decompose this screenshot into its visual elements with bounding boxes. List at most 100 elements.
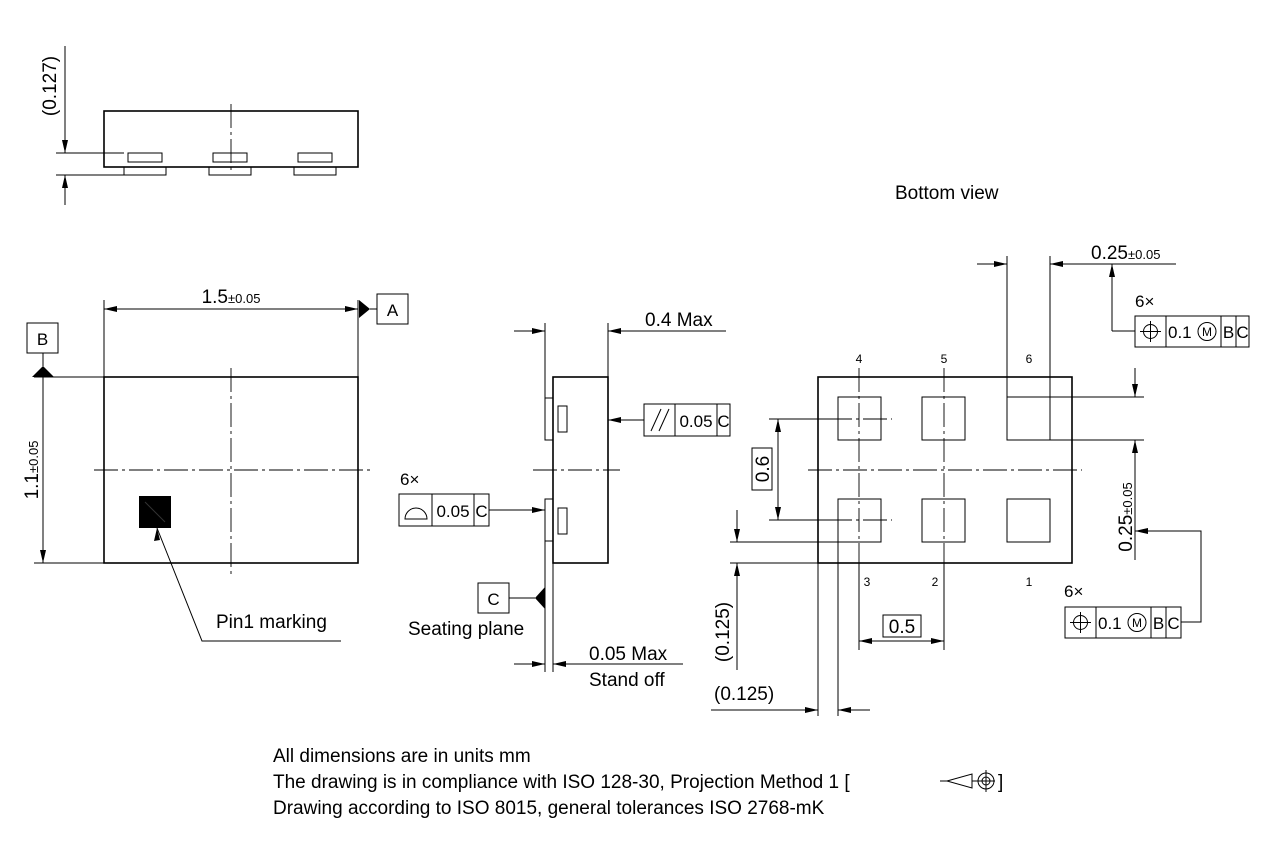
pin-number: 6 — [1026, 352, 1033, 366]
datum-c-label: C — [487, 590, 499, 609]
side-pad — [212, 152, 248, 163]
pin-number: 1 — [1026, 575, 1033, 589]
projection-icon-cone — [945, 773, 973, 789]
parallel-icon — [650, 408, 662, 432]
dim-pitch-horizontal: 0.5 — [889, 617, 915, 638]
dim-arrow — [532, 661, 545, 667]
pin1-leader — [156, 527, 341, 642]
mmc-circle-top — [1197, 322, 1217, 341]
position-datum1-right: B — [1153, 614, 1164, 633]
dim-width-label: 1.5±0.05 — [202, 287, 261, 308]
standoff-label: Stand off — [589, 670, 665, 691]
dim-width-tol: ±0.05 — [228, 291, 260, 306]
profile-value: 0.05 — [436, 502, 469, 521]
dim-arrow — [994, 261, 1007, 267]
side-view-lead — [544, 397, 554, 441]
dim-arrow — [775, 419, 781, 432]
bottom-view-title: Bottom view — [895, 183, 999, 204]
position-leader-arrow — [1109, 264, 1115, 277]
dim-arrow — [931, 638, 944, 644]
note-line-2: The drawing is in compliance with ISO 12… — [273, 772, 850, 793]
side-lead — [123, 166, 167, 176]
pin1-label: Pin1 marking — [216, 612, 327, 633]
position-value-top: 0.1 — [1168, 323, 1192, 342]
pin-number: 3 — [864, 575, 871, 589]
dim-pad-height-tol: ±0.05 — [1120, 482, 1135, 514]
pin-number: 4 — [856, 352, 863, 366]
dim-arrow — [734, 563, 740, 576]
dim-arrow — [838, 707, 851, 713]
position-count-right: 6× — [1064, 582, 1083, 601]
dim-0127-label: (0.127) — [40, 56, 61, 116]
position-modifier-top: M — [1202, 325, 1212, 339]
top-view: 1.5±0.05 A 1.1±0.05 B Pin1 marking — [22, 287, 409, 642]
notes: All dimensions are in units mm The drawi… — [273, 746, 1003, 819]
side-view-lead — [544, 498, 554, 542]
standoff-value: 0.05 Max — [589, 644, 668, 665]
position-frame-top — [1134, 315, 1250, 348]
dim-arrow — [1050, 261, 1063, 267]
parallel-value: 0.05 — [679, 412, 712, 431]
pad-6 — [1006, 396, 1051, 441]
profile-leader-arrow — [532, 507, 545, 513]
pin-number: 2 — [932, 575, 939, 589]
dim-arrow — [40, 550, 46, 563]
dim-pad-width-value: 0.25 — [1091, 243, 1128, 264]
dim-height-tol: ±0.05 — [26, 441, 41, 473]
dim-arrow — [345, 306, 358, 312]
profile-datum: C — [475, 502, 487, 521]
position-datum1-top: B — [1223, 323, 1234, 342]
profile-surface-icon — [404, 507, 428, 520]
bottom-view: Bottom view 4 5 6 3 2 1 0.25±0.05 — [711, 183, 1250, 716]
mmc-circle-right — [1127, 613, 1147, 632]
basic-dim-box — [751, 447, 773, 491]
side-view-pad — [557, 405, 568, 433]
side-lead — [208, 166, 252, 176]
datum-a-triangle — [359, 300, 370, 318]
projection-method-icon — [940, 770, 995, 792]
dim-offset-horizontal: (0.125) — [714, 684, 774, 705]
dim-arrow — [104, 306, 117, 312]
dim-arrow — [859, 638, 872, 644]
dim-max-height-label: 0.4 Max — [645, 310, 713, 331]
basic-dim-box — [882, 614, 922, 638]
position-leader-arrow — [1135, 528, 1148, 534]
dim-offset-vertical: (0.125) — [713, 602, 734, 662]
pad-3 — [837, 498, 882, 543]
dim-arrow — [734, 529, 740, 542]
position-leader — [1135, 530, 1202, 623]
dim-arrow — [1132, 384, 1138, 397]
note-line-2-end: ] — [998, 772, 1003, 793]
datum-b-triangle — [32, 366, 54, 377]
side-pad — [297, 152, 333, 163]
parallel-leader-arrow — [608, 417, 621, 423]
dim-arrow — [1132, 440, 1138, 453]
dim-arrow — [532, 328, 545, 334]
dim-pad-height-label: 0.25±0.05 — [1116, 482, 1137, 551]
dim-arrow — [775, 507, 781, 520]
dim-arrow — [805, 707, 818, 713]
note-line-1: All dimensions are in units mm — [273, 746, 531, 767]
side-view-pad — [557, 507, 568, 535]
position-datum2-right: C — [1167, 614, 1179, 633]
side-view-top: (0.127) — [40, 46, 359, 205]
datum-a-box — [376, 293, 409, 325]
datum-b-label: B — [37, 330, 48, 349]
position-count-top: 6× — [1135, 292, 1154, 311]
side-view: 0.4 Max 0.05 C 6× 0.05 C C Seating plane — [398, 310, 731, 691]
parallel-datum: C — [717, 412, 729, 431]
position-modifier-right: M — [1132, 616, 1142, 630]
dim-arrow — [553, 661, 566, 667]
pad-1 — [1006, 498, 1051, 543]
position-frame-right — [1064, 606, 1182, 639]
side-pad — [127, 152, 163, 163]
parallel-frame — [643, 403, 731, 437]
parallel-icon — [658, 408, 670, 432]
dim-pad-width-tol: ±0.05 — [1128, 247, 1160, 262]
side-lead — [293, 166, 337, 176]
dim-arrow — [62, 140, 68, 153]
dim-arrow — [62, 175, 68, 188]
dim-height-value: 1.1 — [22, 473, 43, 499]
dim-arrow — [608, 328, 621, 334]
